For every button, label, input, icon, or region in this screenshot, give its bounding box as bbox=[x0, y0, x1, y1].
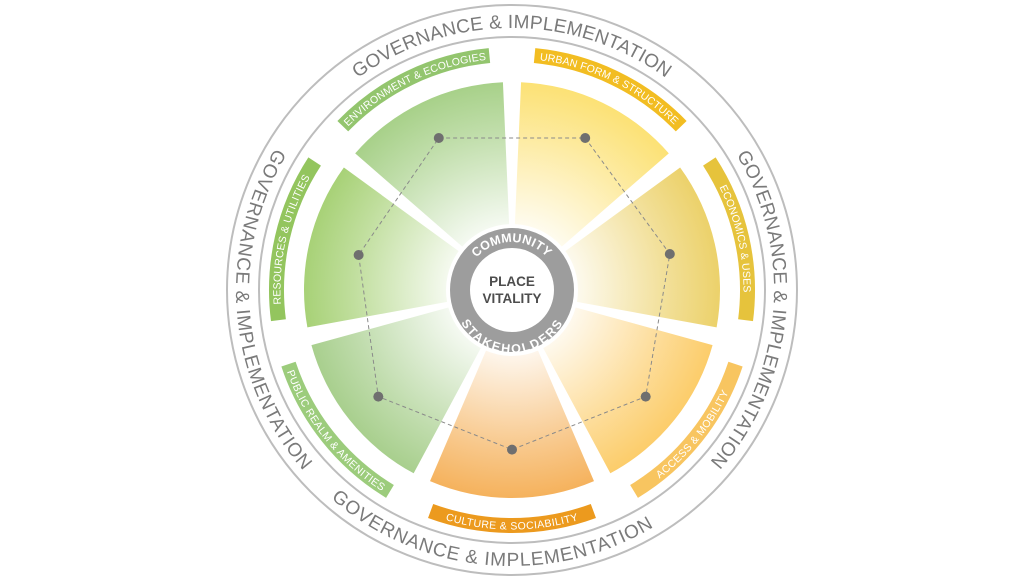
sector-band-access-and-mobility bbox=[630, 361, 743, 498]
sector-wedge-culture-and-sociability bbox=[430, 350, 594, 499]
sector-wedge-public-realm-and-amenities bbox=[311, 307, 481, 474]
radar-point-economics-and-uses bbox=[664, 248, 675, 259]
radar-point-environment-and-ecologies bbox=[433, 132, 444, 143]
radar-point-public-realm-and-amenities bbox=[373, 391, 384, 402]
sector-wedge-resources-and-utilities bbox=[304, 167, 459, 328]
radar-overlay bbox=[353, 132, 675, 455]
sector-wedge-economics-and-uses bbox=[565, 167, 720, 328]
sector-wedge-urban-form-and-structure bbox=[514, 82, 669, 247]
sector-band-environment-and-ecologies bbox=[337, 48, 491, 132]
outer-ring-outer-circle bbox=[226, 4, 798, 576]
hub-place-label: PLACE bbox=[489, 274, 535, 289]
sector-band-public-realm-and-amenities bbox=[281, 361, 394, 498]
sector-band-culture-and-sociability bbox=[428, 503, 596, 533]
hub-vitality-label: VITALITY bbox=[483, 291, 542, 306]
radar-point-urban-form-and-structure bbox=[580, 132, 591, 143]
sector-band-economics-and-uses bbox=[703, 157, 755, 322]
sectors bbox=[304, 82, 720, 499]
hub-center-disc bbox=[470, 248, 554, 332]
hub: COMMUNITY STAKEHOLDERS PLACE VITALITY bbox=[450, 228, 574, 356]
outer-ring bbox=[226, 4, 798, 576]
sector-wedge-access-and-mobility bbox=[543, 307, 713, 474]
sector-band-resources-and-utilities bbox=[268, 157, 321, 322]
governance-label-1: GOVERNANCE & IMPLEMENTATION bbox=[349, 12, 676, 82]
sector-band-urban-form-and-structure bbox=[533, 48, 687, 132]
sector-wedge-environment-and-ecologies bbox=[355, 82, 510, 247]
radar-point-access-and-mobility bbox=[640, 391, 651, 402]
radar-point-culture-and-sociability bbox=[507, 444, 517, 455]
radar-point-resources-and-utilities bbox=[353, 249, 364, 260]
outer-ring-inner-circle bbox=[258, 36, 766, 544]
